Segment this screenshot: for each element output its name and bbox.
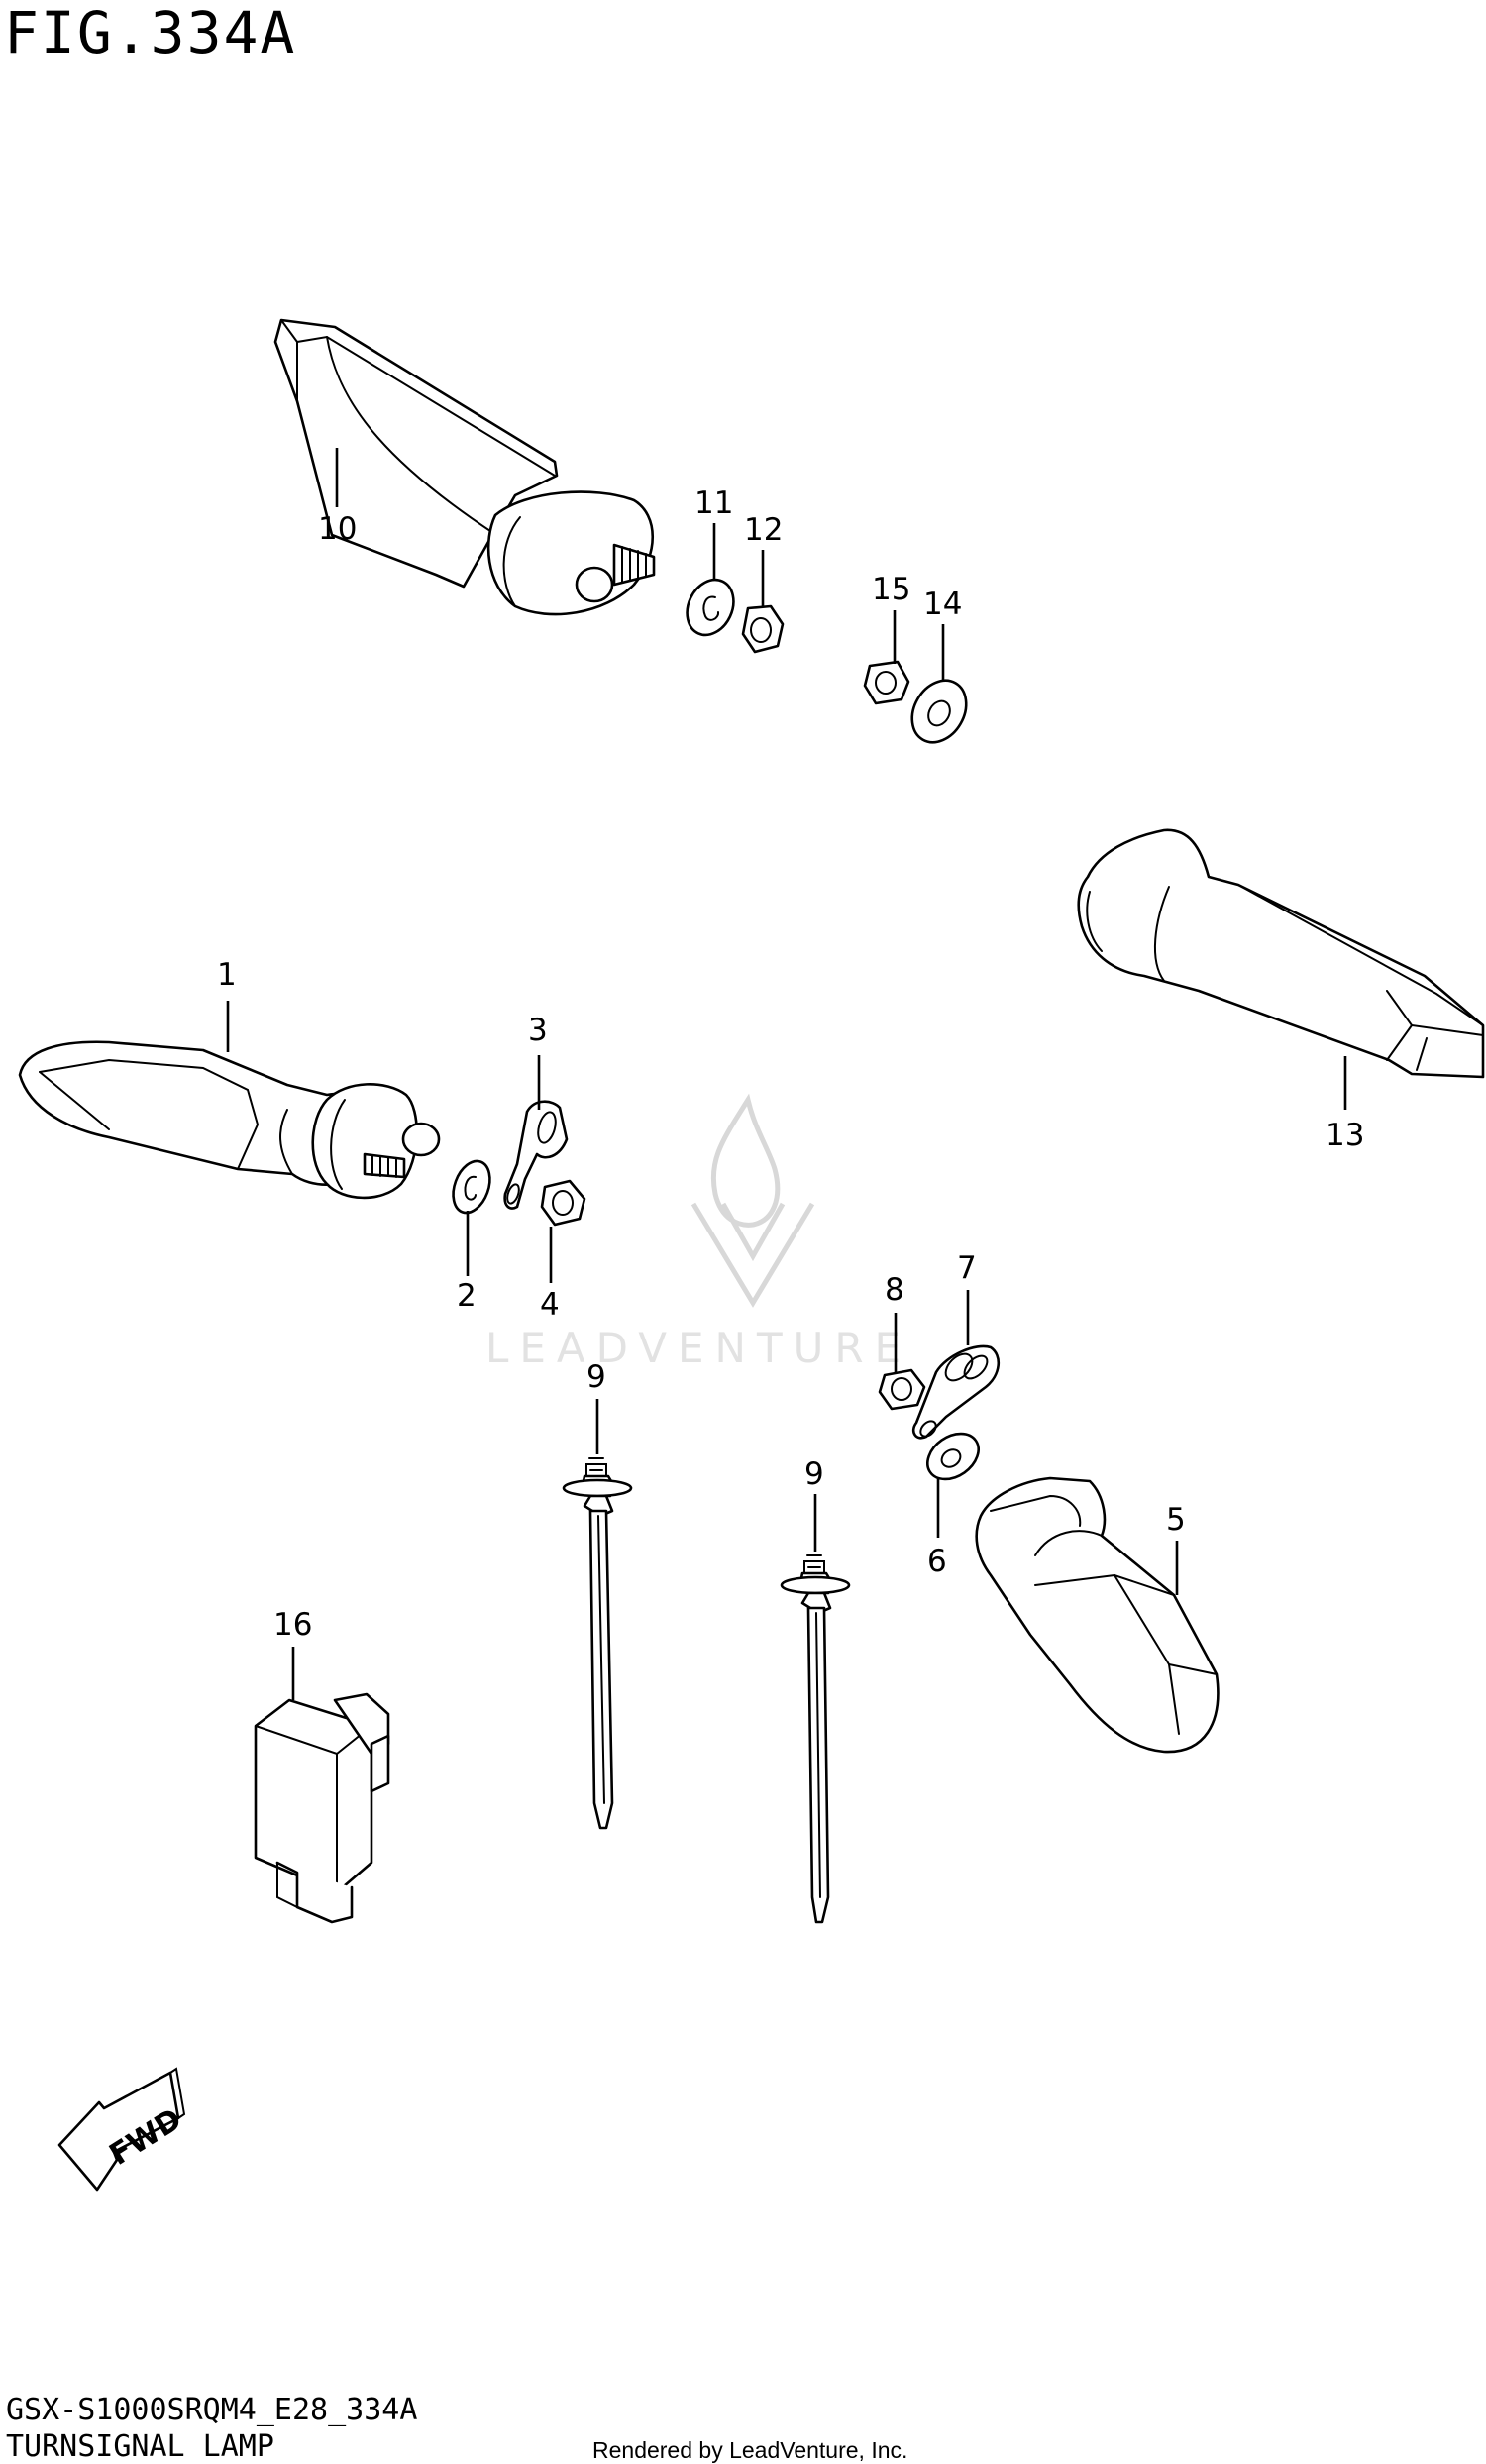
callout-9-right: 9 xyxy=(804,1456,824,1492)
rendered-by-credit: Rendered by LeadVenture, Inc. xyxy=(592,2437,908,2463)
part-13-rear-turn-signal-right xyxy=(1077,828,1485,1079)
part-9-cable-tie-right xyxy=(780,1554,851,1924)
callout-1: 1 xyxy=(217,957,237,993)
model-code: GSX-S1000SRQM4_E28_334A xyxy=(6,2393,418,2427)
part-9-cable-tie-left xyxy=(562,1457,633,1830)
callout-15: 15 xyxy=(872,572,910,607)
callout-4: 4 xyxy=(540,1287,560,1323)
part-7-bracket xyxy=(911,1344,1000,1440)
callout-2: 2 xyxy=(457,1278,477,1314)
callout-7: 7 xyxy=(957,1250,977,1286)
part-8-nut xyxy=(878,1368,926,1411)
callout-10: 10 xyxy=(318,511,357,547)
part-5-front-turn-signal-right xyxy=(975,1476,1220,1754)
leadventure-watermark: LEADVENTURE xyxy=(485,1093,911,1372)
callout-13: 13 xyxy=(1326,1118,1364,1153)
fwd-arrow: FWD xyxy=(57,2067,188,2192)
callout-16: 16 xyxy=(273,1607,312,1643)
part-2-washer xyxy=(452,1159,491,1215)
part-16-turn-signal-relay xyxy=(254,1692,390,1924)
callout-14: 14 xyxy=(923,587,962,622)
callout-6: 6 xyxy=(927,1544,947,1579)
part-10-rear-turn-signal-left xyxy=(273,318,656,616)
figure-title: FIG.334A xyxy=(4,0,297,66)
part-6-washer xyxy=(926,1432,980,1481)
callout-9-left: 9 xyxy=(586,1359,606,1395)
part-1-front-turn-signal-left xyxy=(18,1040,441,1200)
part-15-nut xyxy=(863,660,910,705)
part-11-washer xyxy=(686,578,735,637)
callout-8: 8 xyxy=(885,1272,904,1308)
callout-11: 11 xyxy=(694,485,733,521)
part-14-rubber-washer xyxy=(910,679,968,744)
leader-lines xyxy=(226,448,1347,1700)
part-3-bracket xyxy=(503,1100,569,1210)
callout-3: 3 xyxy=(528,1013,548,1048)
part-4-nut xyxy=(540,1179,586,1227)
callout-labels: 1 2 3 4 5 6 7 8 9 9 10 11 12 13 14 15 16 xyxy=(217,485,1364,1643)
callout-5: 5 xyxy=(1166,1502,1186,1538)
part-12-nut xyxy=(741,604,785,654)
callout-12: 12 xyxy=(744,512,783,548)
watermark-text: LEADVENTURE xyxy=(485,1324,911,1372)
group-name: TURNSIGNAL LAMP xyxy=(6,2429,274,2464)
